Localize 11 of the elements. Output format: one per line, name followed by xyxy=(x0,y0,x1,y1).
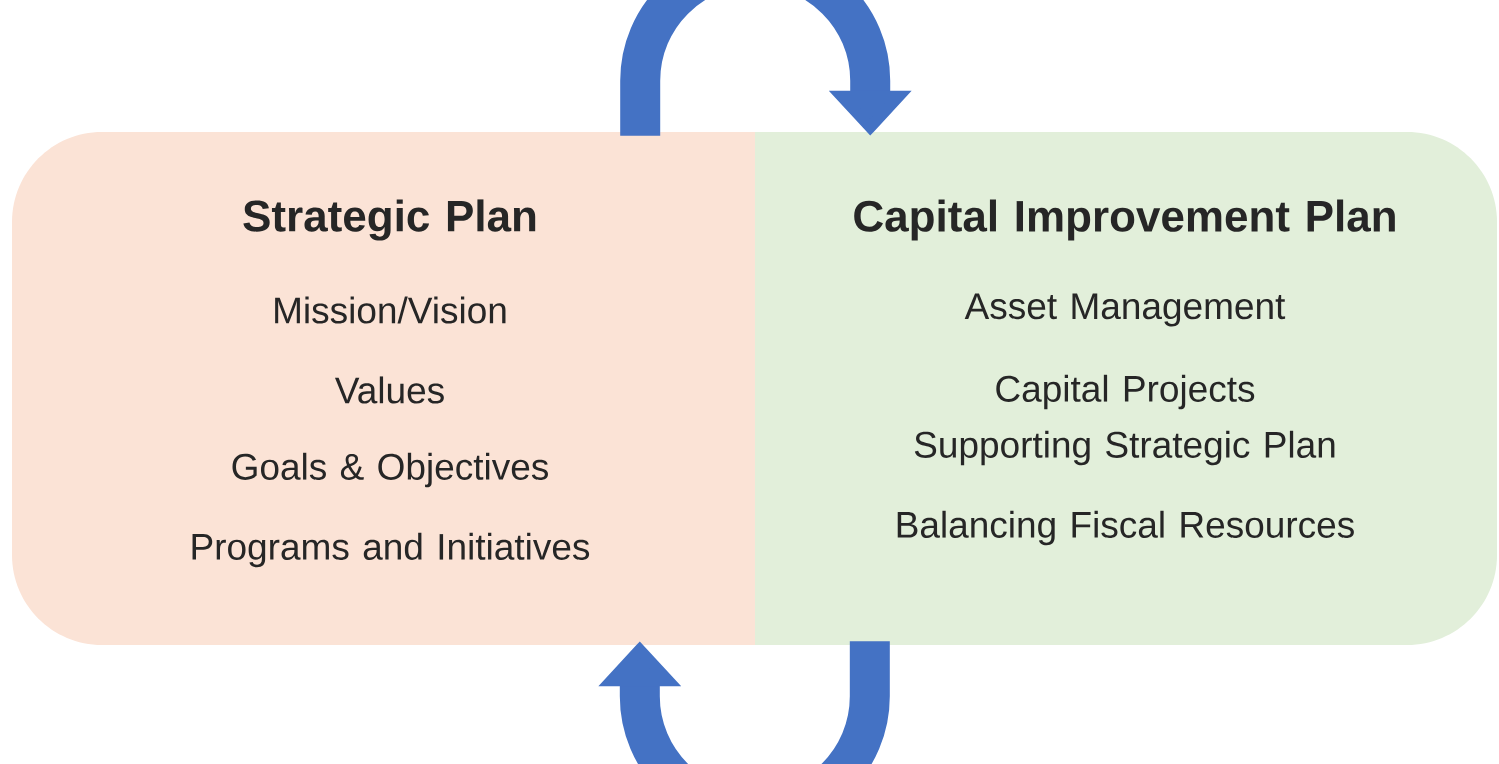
list-item: Balancing Fiscal Resources xyxy=(897,510,1354,546)
heading: Strategic Plan xyxy=(243,199,536,241)
list-item: Goals & Objectives xyxy=(232,452,548,488)
list-item: Mission/Vision xyxy=(275,296,506,324)
list-item: Values xyxy=(334,376,444,404)
list-item: Programs and Initiatives xyxy=(192,532,590,568)
list-item: Asset Management xyxy=(964,293,1286,327)
plan-box xyxy=(755,132,1497,645)
plan-box xyxy=(12,132,755,645)
heading: Capital Improvement Plan xyxy=(854,199,1395,241)
list-item: Capital Projects Supporting Strategic Plan xyxy=(914,374,1335,466)
